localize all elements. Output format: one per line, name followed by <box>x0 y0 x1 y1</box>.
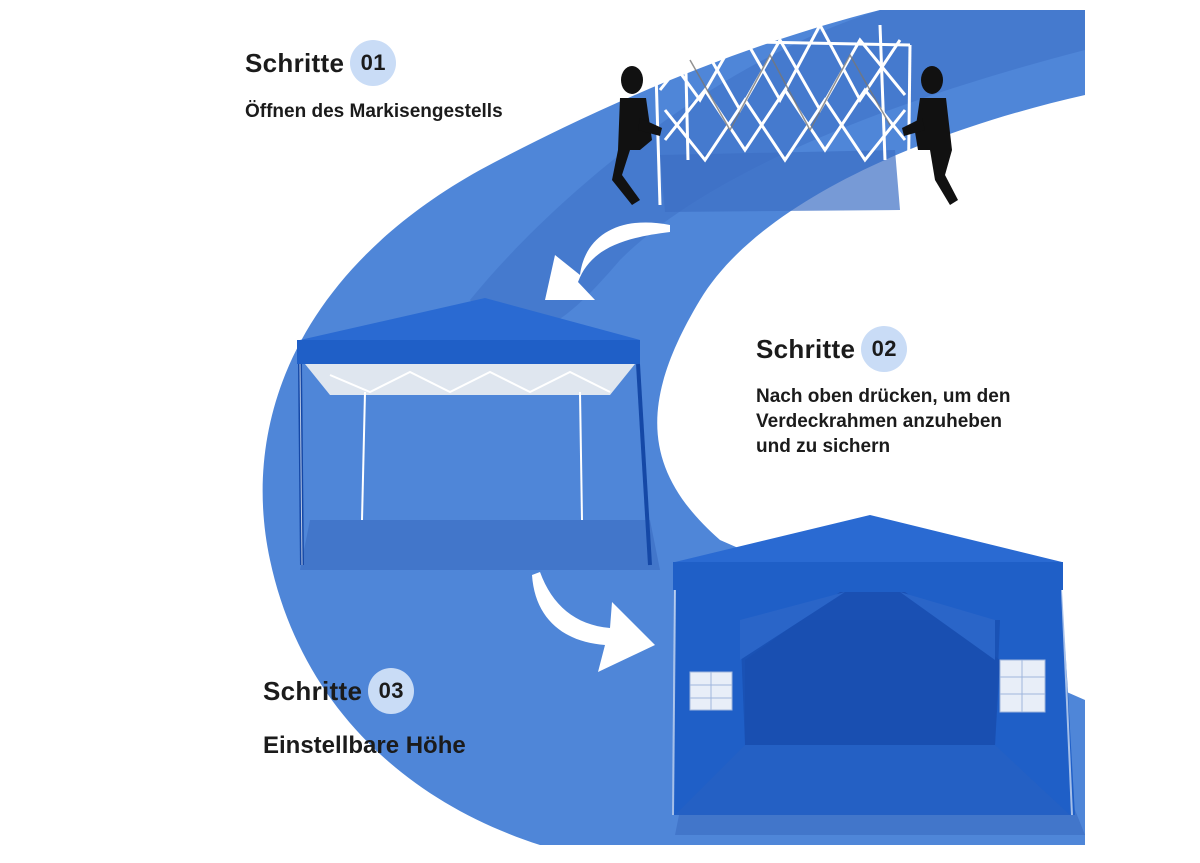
open-canopy <box>297 298 660 570</box>
person-silhouette-icon <box>612 66 662 205</box>
step-2-word: Schritte <box>756 333 856 364</box>
person-silhouette-icon <box>902 66 958 205</box>
arrow-icon <box>532 572 655 672</box>
step-2-description: Nach oben drücken, um den Verdeckrahmen … <box>756 386 1011 457</box>
step-2-title: Schritte 02 <box>756 326 908 372</box>
closed-tent <box>672 515 1085 835</box>
step-3-description: Einstellbare Höhe <box>263 732 466 759</box>
step-3-title: Schritte 03 <box>263 668 415 714</box>
folding-frame <box>653 21 912 216</box>
step-1-number-badge: 01 <box>350 40 397 86</box>
step-1-word: Schritte <box>245 47 345 78</box>
step-2-number-badge: 02 <box>861 326 908 372</box>
step-1-description: Öffnen des Markisengestells <box>245 101 503 122</box>
step-3-word: Schritte <box>263 675 363 706</box>
step-3-number-badge: 03 <box>368 668 415 714</box>
arrow-icon <box>545 222 670 300</box>
step-1-title: Schritte 01 <box>245 40 397 86</box>
